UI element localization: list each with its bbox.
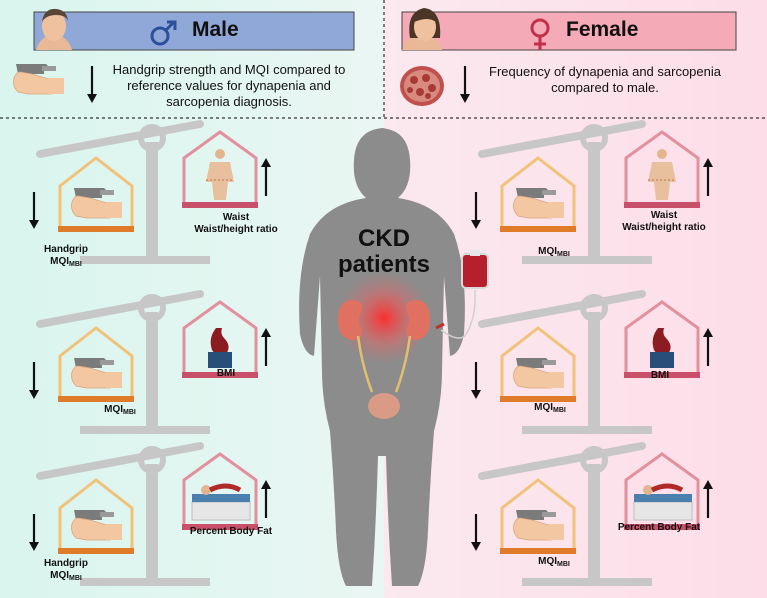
female-row2-right-label: BMI <box>650 370 670 381</box>
balance-scale-icon <box>469 290 715 434</box>
left-pan <box>500 326 576 402</box>
body-scan-icon <box>191 483 251 521</box>
label-sub: MBI <box>557 251 570 258</box>
female-header-box <box>401 11 737 51</box>
stomach-icon <box>650 328 674 368</box>
male-description: Handgrip strength and MQI compared to re… <box>106 62 352 110</box>
male-row3-right-label: Percent Body Fat <box>189 526 273 537</box>
right-pan <box>182 300 258 378</box>
right-pan <box>624 130 700 208</box>
label-sub: MBI <box>553 407 566 414</box>
label-sub: MBI <box>69 575 82 582</box>
male-row3-left-label: Handgrip MQIMBI <box>26 558 106 585</box>
right-pan <box>182 452 258 530</box>
male-desc-line: reference values for dynapenia and <box>127 78 331 93</box>
female-row3-right-label: Percent Body Fat <box>617 522 701 533</box>
male-desc-line: Handgrip strength and MQI compared to <box>112 62 346 77</box>
balance-scale-icon <box>27 120 273 264</box>
balance-scale-icon <box>469 442 715 586</box>
male-avatar-icon <box>36 8 72 50</box>
label-line: Waist <box>650 210 678 221</box>
label-line: Handgrip <box>44 558 88 569</box>
label-line: MQIMBI <box>26 256 106 271</box>
label-main: MQI <box>50 256 70 267</box>
body-silhouette-icon <box>206 149 234 200</box>
male-title: Male <box>192 18 239 41</box>
male-header-box <box>33 11 355 51</box>
label-main: MQI <box>50 570 70 581</box>
label-line: Handgrip <box>44 244 88 255</box>
female-description: Frequency of dynapenia and sarcopenia co… <box>472 64 738 96</box>
female-row3-left-label: MQIMBI <box>524 556 584 571</box>
female-avatar-icon <box>402 8 442 50</box>
inflammation-glow <box>338 272 430 364</box>
ckd-line2: patients <box>337 251 430 278</box>
left-pan <box>58 478 134 554</box>
male-row2-left-label: MQIMBI <box>90 404 150 419</box>
stomach-icon <box>208 328 232 368</box>
body-silhouette-icon <box>648 149 676 200</box>
label-main: MQI <box>534 402 554 413</box>
female-row1-right-label: Waist Waist/height ratio <box>614 210 714 234</box>
female-desc-line: Frequency of dynapenia and sarcopenia <box>489 64 721 79</box>
balance-scale-icon <box>27 442 273 586</box>
label-sub: MBI <box>123 409 136 416</box>
muscle-tissue-icon <box>400 66 444 106</box>
label-line: Waist/height ratio <box>194 224 278 235</box>
female-title: Female <box>566 18 639 41</box>
balance-scale-icon <box>469 120 715 264</box>
blood-bag-icon <box>435 250 489 339</box>
left-pan <box>500 478 576 554</box>
right-pan <box>624 452 700 530</box>
left-pan <box>58 326 134 402</box>
label-line: Waist <box>222 212 250 223</box>
left-pan <box>58 156 134 232</box>
body-scan-icon <box>633 483 693 521</box>
label-sub: MBI <box>69 261 82 268</box>
label-main: MQI <box>538 246 558 257</box>
kidney-icon <box>338 300 430 419</box>
male-symbol-icon <box>150 20 177 46</box>
female-desc-line: compared to male. <box>551 80 659 95</box>
left-pan <box>500 156 576 232</box>
label-main: MQI <box>538 556 558 567</box>
right-pan <box>624 300 700 378</box>
male-row1-right-label: Waist Waist/height ratio <box>186 212 286 236</box>
male-row2-right-label: BMI <box>216 368 236 379</box>
label-line: MQIMBI <box>26 570 106 585</box>
label-line: Waist/height ratio <box>622 222 706 233</box>
female-symbol-icon <box>530 18 550 50</box>
ckd-line1: CKD <box>358 225 410 252</box>
right-pan <box>182 130 258 208</box>
male-row1-left-label: Handgrip MQIMBI <box>26 244 106 271</box>
label-main: MQI <box>104 404 124 415</box>
female-row1-left-label: MQIMBI <box>524 246 584 261</box>
female-row2-left-label: MQIMBI <box>520 402 580 417</box>
label-sub: MBI <box>557 561 570 568</box>
ckd-label: CKD patients <box>334 226 434 278</box>
balance-scale-icon <box>27 290 273 434</box>
male-desc-line: sarcopenia diagnosis. <box>166 94 292 109</box>
